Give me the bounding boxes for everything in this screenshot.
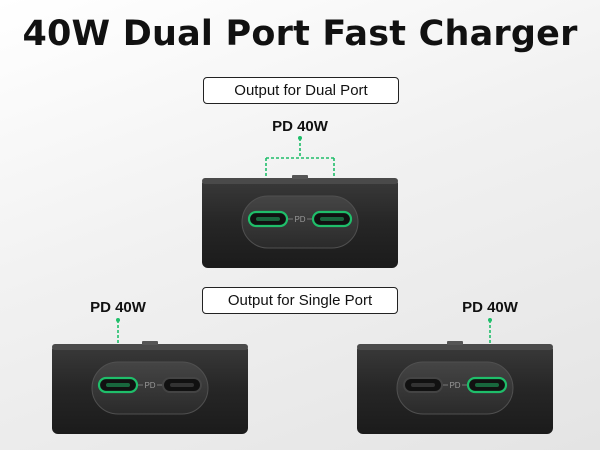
dual-port-logo: PD <box>294 215 305 224</box>
page-title: 40W Dual Port Fast Charger <box>22 14 578 54</box>
charger-single-left: PD <box>50 338 250 438</box>
single-port-label: Output for Single Port <box>202 287 398 314</box>
charger-dual: PD <box>200 172 400 272</box>
dual-port-label: Output for Dual Port <box>203 77 399 104</box>
single-right-port-logo: PD <box>449 381 460 390</box>
charger-single-right: PD <box>355 338 555 438</box>
single-left-port-logo: PD <box>144 381 155 390</box>
single-left-pd-label: PD 40W <box>90 299 146 316</box>
dual-pd-label: PD 40W <box>272 118 328 135</box>
single-right-pd-label: PD 40W <box>462 299 518 316</box>
